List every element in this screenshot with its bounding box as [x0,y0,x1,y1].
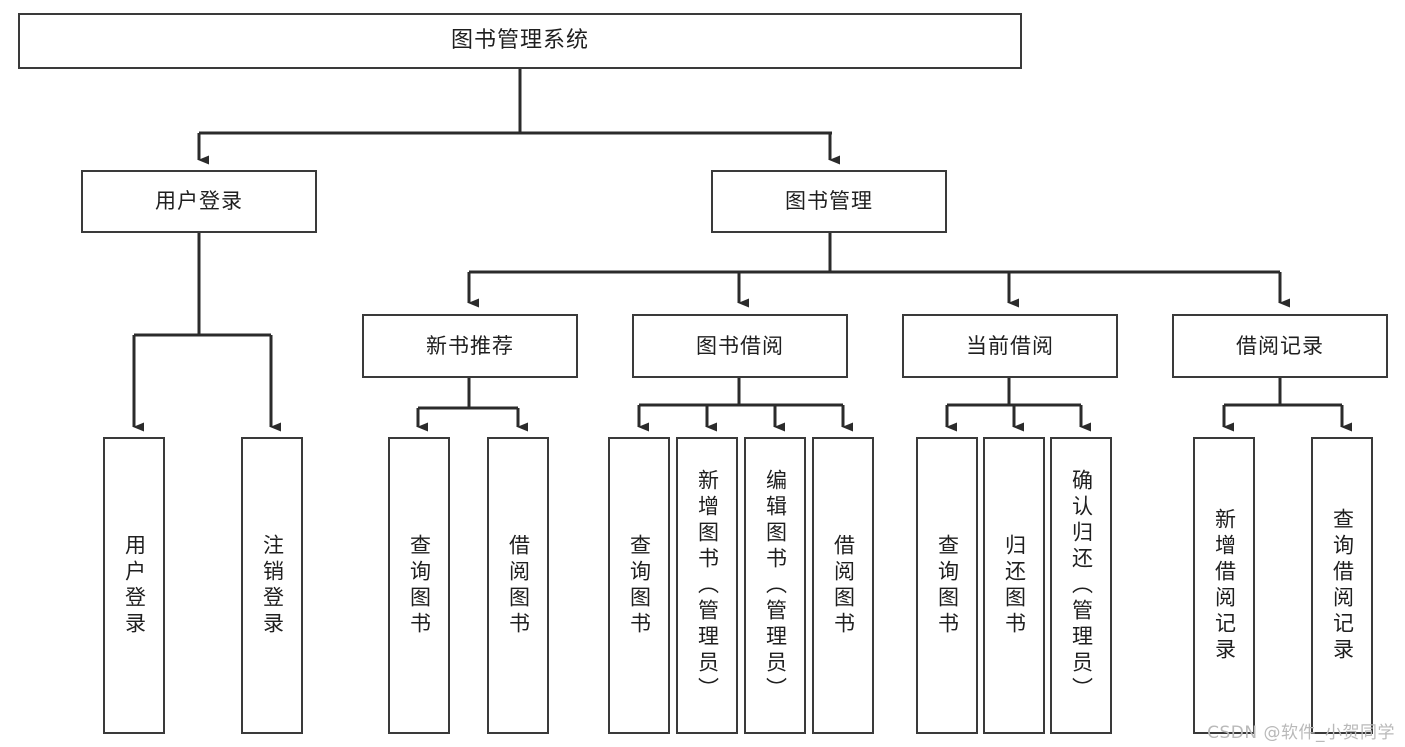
node-borrow-record[interactable]: 借阅记录 [1172,314,1388,378]
node-leaf-add-record-label: 新增借阅记录 [1212,507,1237,664]
node-leaf-confirm-return[interactable]: 确认归还（管理员） [1050,437,1112,734]
node-leaf-query-book-1[interactable]: 查询图书 [388,437,450,734]
node-user-login-label: 用户登录 [155,189,243,214]
node-new-book-rec[interactable]: 新书推荐 [362,314,578,378]
node-leaf-edit-book-label: 编辑图书（管理员） [763,468,788,703]
node-leaf-query-book-2-label: 查询图书 [627,533,652,638]
csdn-watermark: CSDN @软件_小贺同学 [1207,723,1395,743]
node-leaf-borrow-book-1[interactable]: 借阅图书 [487,437,549,734]
node-leaf-return-book[interactable]: 归还图书 [983,437,1045,734]
node-leaf-add-book-label: 新增图书（管理员） [695,468,720,703]
node-leaf-query-record-label: 查询借阅记录 [1330,507,1355,664]
node-leaf-confirm-return-label: 确认归还（管理员） [1069,468,1094,703]
node-leaf-logout[interactable]: 注销登录 [241,437,303,734]
node-leaf-borrow-book-2-label: 借阅图书 [831,533,856,638]
node-new-book-rec-label: 新书推荐 [426,333,514,358]
node-leaf-add-record[interactable]: 新增借阅记录 [1193,437,1255,734]
node-root[interactable]: 图书管理系统 [18,13,1022,69]
node-leaf-query-record[interactable]: 查询借阅记录 [1311,437,1373,734]
node-book-borrow-label: 图书借阅 [696,333,784,358]
node-root-label: 图书管理系统 [450,28,589,54]
node-leaf-return-book-label: 归还图书 [1002,533,1027,638]
node-leaf-add-book[interactable]: 新增图书（管理员） [676,437,738,734]
node-leaf-user-login[interactable]: 用户登录 [103,437,165,734]
node-current-borrow-label: 当前借阅 [966,333,1054,358]
node-leaf-query-book-2[interactable]: 查询图书 [608,437,670,734]
node-current-borrow[interactable]: 当前借阅 [902,314,1118,378]
node-leaf-query-book-1-label: 查询图书 [407,533,432,638]
node-book-manage[interactable]: 图书管理 [711,170,947,233]
node-leaf-user-login-label: 用户登录 [122,533,147,638]
node-leaf-borrow-book-2[interactable]: 借阅图书 [812,437,874,734]
node-leaf-edit-book[interactable]: 编辑图书（管理员） [744,437,806,734]
node-leaf-logout-label: 注销登录 [260,533,285,638]
node-borrow-record-label: 借阅记录 [1236,333,1324,358]
node-leaf-query-book-3[interactable]: 查询图书 [916,437,978,734]
node-book-borrow[interactable]: 图书借阅 [632,314,848,378]
node-leaf-borrow-book-1-label: 借阅图书 [506,533,531,638]
node-leaf-query-book-3-label: 查询图书 [935,533,960,638]
node-book-manage-label: 图书管理 [785,189,873,214]
node-user-login[interactable]: 用户登录 [81,170,317,233]
